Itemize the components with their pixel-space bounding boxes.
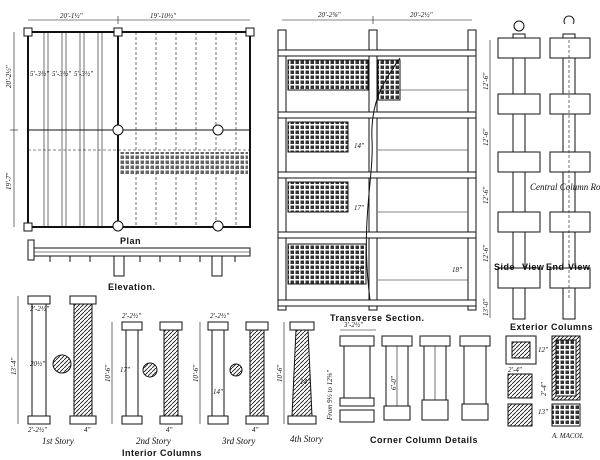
side-view-brackets: [497, 37, 541, 289]
side-dim-5: 13'-0": [482, 299, 490, 316]
side-end-view: 12'-6" 12'-6" 12'-6" 12'-6" 13'-0" Centr…: [482, 15, 600, 320]
exterior-dim-3: 12": [538, 346, 548, 354]
column-1st-story: 13'-4" 2'-2½" 20½" 2'-2½" 4" 1st Story: [10, 295, 97, 446]
plan-dim-joist-1: 5'-3½": [30, 70, 49, 78]
plan-dim-top-right: 19'-10½": [150, 12, 176, 20]
column-4th-story: 10'-6" 14" 4th Story: [276, 321, 323, 444]
col4-story-label: 4th Story: [290, 434, 323, 444]
plan-dim-top-left: 20'-1½": [60, 12, 83, 20]
col3-dim-top: 2'-2½": [210, 312, 229, 320]
col1-dim-base: 2'-2½": [28, 426, 47, 434]
exterior-dim-1: 2'-4": [508, 366, 522, 374]
transverse-dim-col-right: 18": [452, 266, 462, 274]
corner-dim-height: 6'-0": [390, 376, 398, 390]
corner-detail-1: [339, 335, 375, 423]
exterior-dim-2: 2'-4": [540, 382, 548, 396]
side-dim-3: 12'-6": [482, 187, 490, 204]
col1-dim-top: 2'-2½": [30, 305, 49, 313]
exterior-columns-caption: Exterior Columns: [510, 322, 593, 332]
elevation-view: Elevation.: [27, 239, 251, 292]
central-column-rod-label: Central Column Rod.: [530, 182, 600, 192]
column-3rd-story: 10'-6" 2'-2½" 14" 4" 3rd Story: [192, 312, 269, 446]
col2-dim-top: 2'-2½": [122, 312, 141, 320]
col2-dim-height: 10'-6": [104, 365, 112, 382]
side-dim-1: 12'-6": [482, 73, 490, 90]
plan-dim-joist-3: 5'-3½": [74, 70, 93, 78]
col1-dim-4in: 4": [84, 426, 91, 434]
corner-column-caption: Corner Column Details: [370, 435, 478, 445]
end-label: End: [546, 262, 565, 272]
transverse-section: 20'-2⅝" 20'-2½" 14" 17" 20" 18" Transver…: [277, 11, 477, 323]
col1-dim-height: 13'-4": [10, 358, 18, 375]
col2-story-label: 2nd Story: [136, 436, 171, 446]
col3-dim-4in: 4": [252, 426, 259, 434]
plan-dim-left-lower: 19'-7": [5, 173, 13, 190]
side-label: Side: [494, 262, 515, 272]
interior-columns: 13'-4" 2'-2½" 20½" 2'-2½" 4" 1st Story 1…: [10, 295, 323, 458]
plan-dim-joist-2: 5'-3½": [52, 70, 71, 78]
side-view-label: View: [522, 262, 545, 272]
col2-dim-dia: 17": [120, 366, 130, 374]
col3-dim-dia: 14": [213, 388, 223, 396]
corner-column-details: 3'-2½" From 9½ to 12⅝" 6'-0": [326, 321, 491, 445]
plan-dim-left-upper: 20'-2½": [5, 65, 13, 88]
end-view-label: View: [568, 262, 591, 272]
col1-story-label: 1st Story: [42, 436, 74, 446]
col4-dim-dia: 14": [300, 378, 310, 386]
side-dim-2: 12'-6": [482, 129, 490, 146]
col2-dim-4in: 4": [166, 426, 173, 434]
transverse-dim-right: 20'-2½": [410, 11, 433, 19]
col4-dim-height: 10'-6": [276, 365, 284, 382]
col3-dim-height: 10'-6": [192, 365, 200, 382]
col3-story-label: 3rd Story: [221, 436, 255, 446]
elevation-label: Elevation.: [108, 282, 156, 292]
exterior-columns: Exterior Columns 2'-4" 2'-4" 12" 13" A. …: [505, 322, 593, 440]
corner-detail-4: [459, 335, 491, 421]
plan-column-markers: [23, 27, 255, 232]
col1-dim-dia: 20½": [30, 360, 45, 368]
column-2nd-story: 10'-6" 2'-2½" 17" 4" 2nd Story: [104, 312, 183, 446]
transverse-dim-col-4: 20": [354, 266, 364, 274]
corner-dim-range: From 9½ to 12⅝": [326, 370, 334, 421]
transverse-dim-col-3: 17": [354, 204, 364, 212]
corner-dim-width: 3'-2½": [343, 321, 363, 329]
transverse-dim-col-2: 14": [354, 142, 364, 150]
side-dim-4: 12'-6": [482, 245, 490, 262]
interior-columns-caption: Interior Columns: [122, 448, 202, 458]
plan-view: 20'-1½" 19'-10½" 20'-2½" 19'-7" 5'-3½" 5…: [5, 12, 255, 246]
exterior-signature: A. MACOL: [551, 432, 584, 440]
transverse-label: Transverse Section.: [330, 313, 425, 323]
transverse-dim-left: 20'-2⅝": [318, 11, 341, 19]
transverse-floors: [277, 49, 477, 307]
rod-label-text: Central Column Rod.: [530, 182, 600, 192]
end-view-brackets: [549, 37, 591, 289]
corner-detail-2: 6'-0": [381, 335, 413, 421]
exterior-dim-4: 13": [538, 408, 548, 416]
corner-detail-3: [419, 335, 451, 421]
plan-label: Plan: [120, 236, 141, 246]
